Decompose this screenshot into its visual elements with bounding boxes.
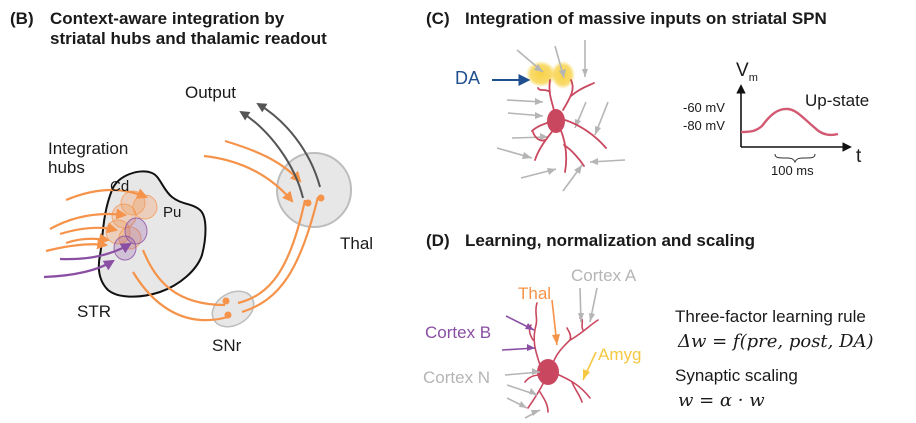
- cortex-b-label: Cortex B: [425, 323, 492, 342]
- three-factor-rule-formula: Δw = f(pre, post, DA): [678, 331, 874, 352]
- cortex-n-label: Cortex N: [423, 368, 491, 387]
- upstate-curve: [740, 107, 839, 137]
- striatum-label: STR: [77, 302, 111, 321]
- amyg-label: Amyg: [598, 345, 642, 364]
- putamen-label: Pu: [163, 204, 182, 221]
- da-label: DA: [455, 68, 481, 88]
- time-scale-brace: [774, 153, 816, 164]
- upstate-label: Up-state: [805, 91, 870, 110]
- three-factor-rule-title: Three-factor learning rule: [675, 307, 866, 326]
- t-axis-label: t: [856, 146, 862, 167]
- neuron-dendrites: [524, 302, 599, 413]
- scale-bar-label: 100 ms: [771, 163, 814, 178]
- vm-v: V: [736, 60, 749, 81]
- snr-label: SNr: [212, 336, 242, 355]
- panel-b-title-line2: striatal hubs and thalamic readout: [50, 29, 327, 48]
- vm-subscript: m: [748, 71, 758, 84]
- cortical-inputs-purple: [43, 242, 132, 279]
- panel-d-tag: (D): [426, 231, 450, 250]
- integration-hubs-label-line2: hubs: [48, 158, 85, 177]
- vm-axis-label: Vm: [736, 60, 758, 84]
- panel-b-tag: (B): [10, 9, 34, 28]
- panel-c-title: Integration of massive inputs on striata…: [465, 9, 827, 28]
- neuron-soma: [537, 359, 559, 385]
- panel-c-tag: (C): [426, 9, 450, 28]
- tick-minus-60: -60 mV: [683, 100, 725, 115]
- cortical-inputs-orange: [45, 188, 149, 253]
- thalamic-output-arrows: [239, 102, 321, 199]
- cortex-a-label: Cortex A: [571, 266, 637, 285]
- thalamus-label: Thal: [340, 234, 374, 253]
- striatal-outputs: [132, 139, 320, 322]
- integration-hubs-label-line1: Integration: [48, 139, 129, 158]
- synaptic-scaling-formula: w = α · w: [678, 390, 765, 411]
- panel-d-title: Learning, normalization and scaling: [465, 231, 755, 250]
- output-label: Output: [185, 83, 237, 102]
- caudate-label: Cd: [110, 178, 130, 195]
- striatum-region: [97, 170, 207, 298]
- panel-b-title-line1: Context-aware integration by: [50, 9, 285, 28]
- da-highlight-1: [526, 61, 556, 87]
- thal-input-label: Thal: [518, 284, 552, 303]
- spn-soma: [547, 109, 565, 133]
- synaptic-scaling-title: Synaptic scaling: [675, 366, 798, 385]
- tick-minus-80: -80 mV: [683, 118, 725, 133]
